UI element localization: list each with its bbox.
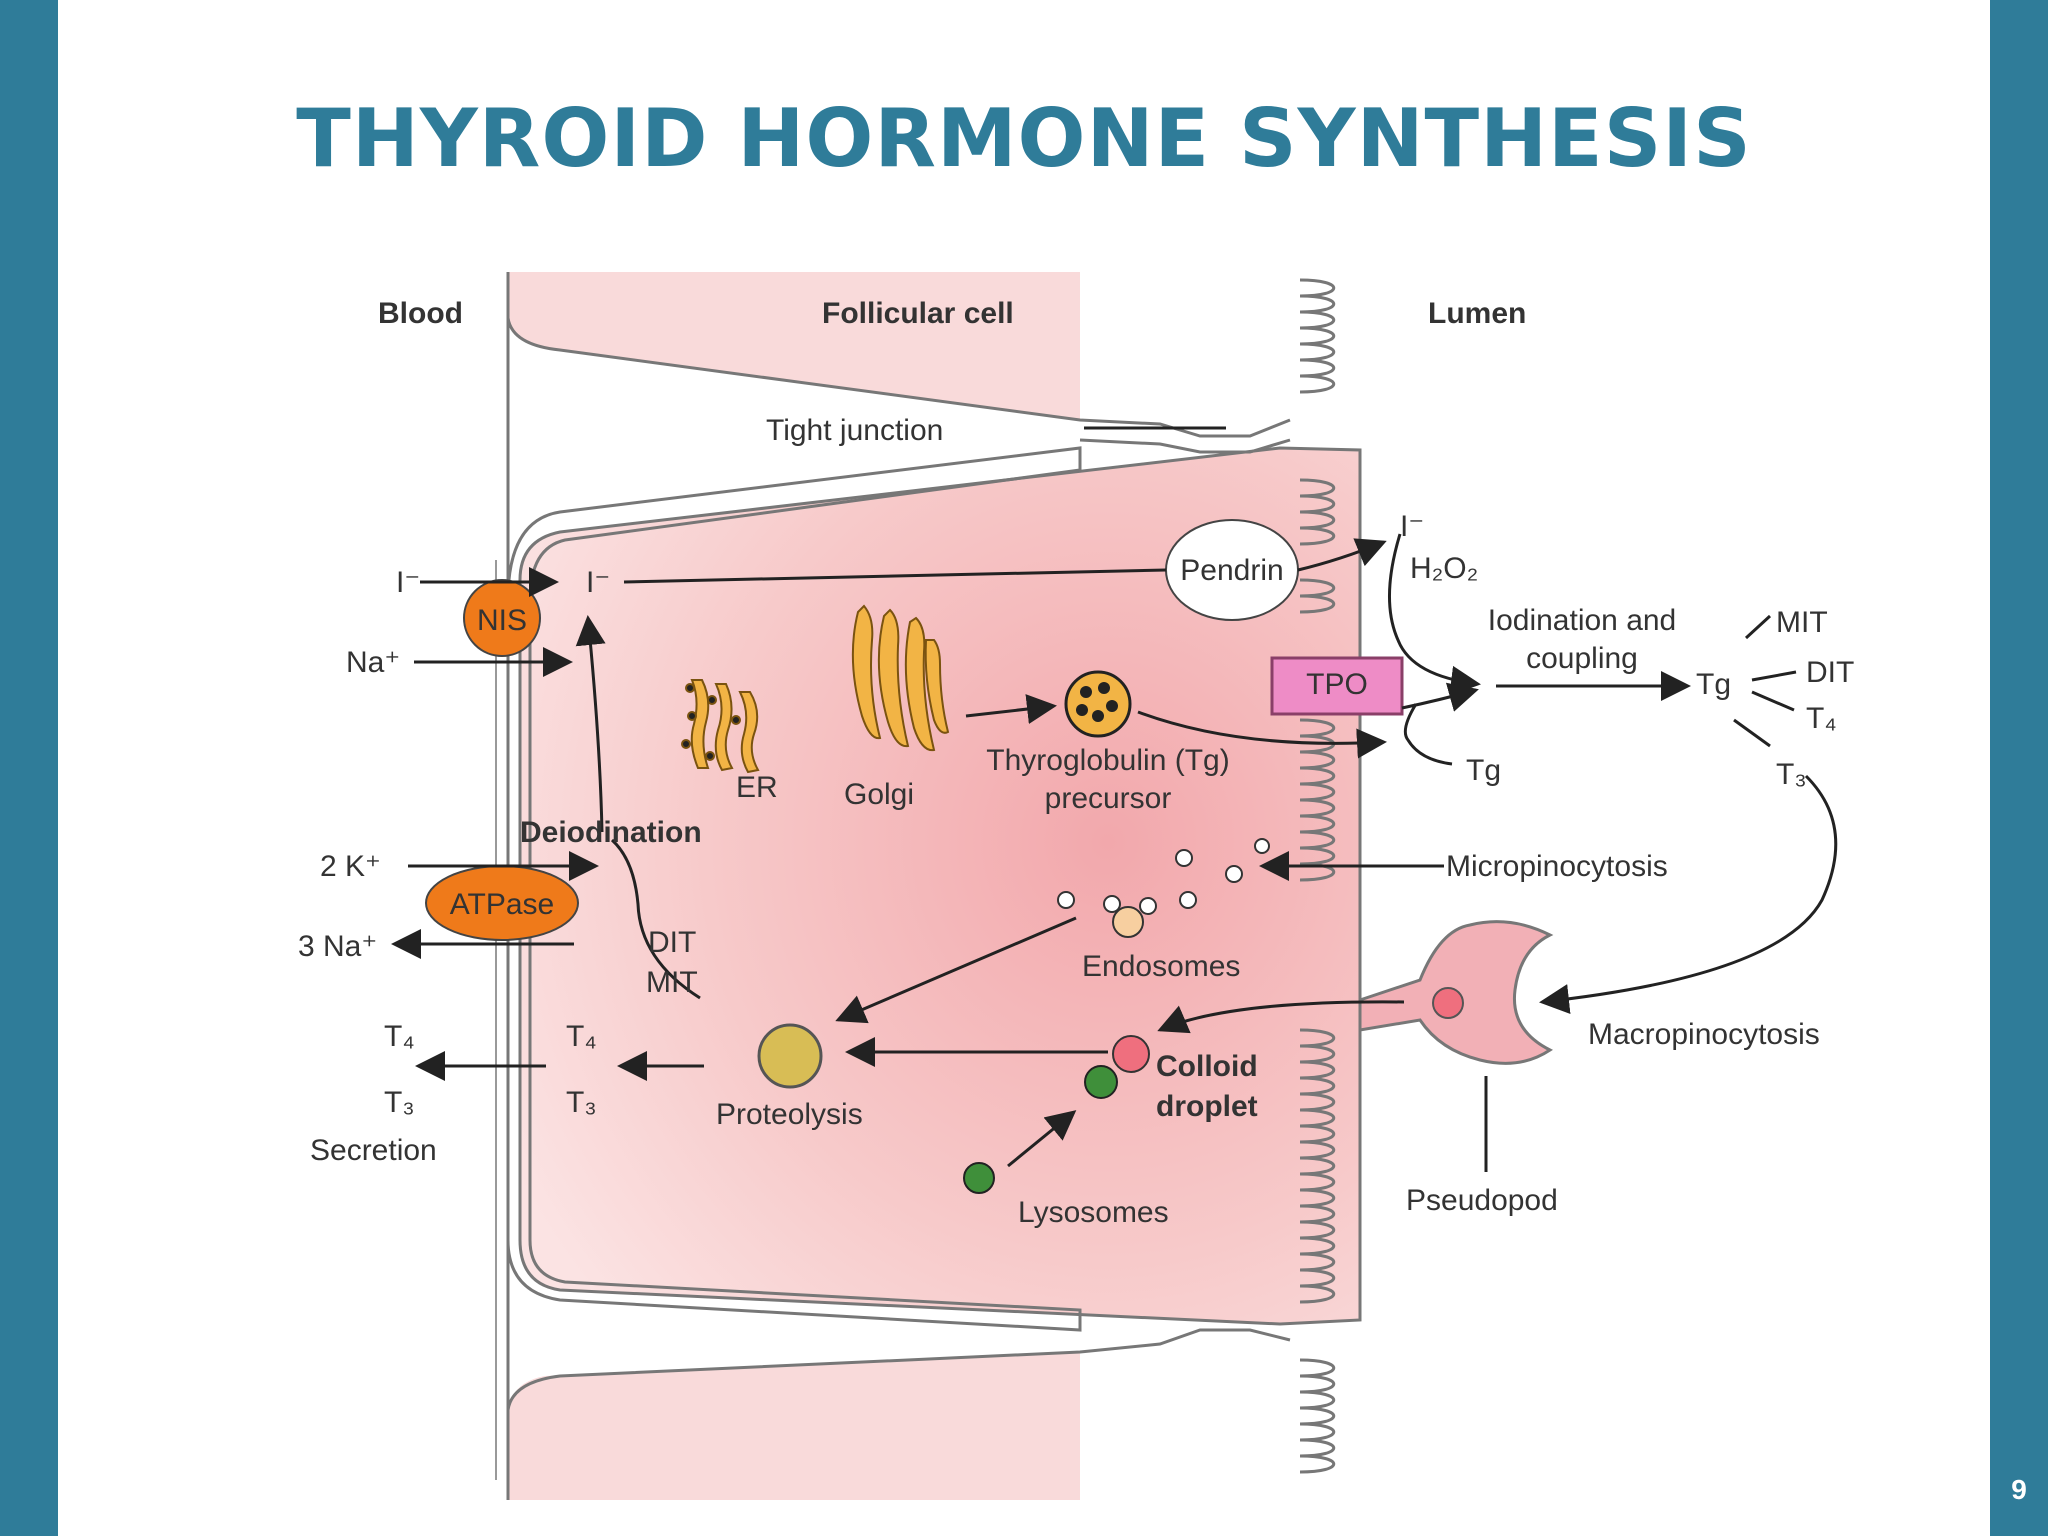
tight-junction-label: Tight junction: [766, 414, 943, 447]
slide-title: THYROID HORMONE SYNTHESIS: [296, 92, 1752, 185]
follicular-cell-body: [518, 446, 1362, 1326]
golgi-label: Golgi: [844, 778, 914, 811]
tpo-label: TPO: [1306, 668, 1368, 701]
region-label-blood: Blood: [378, 297, 463, 330]
iodide-lumen-label: I⁻: [1400, 510, 1424, 543]
endosome-main: [1112, 906, 1144, 938]
golgi-apparatus: [851, 604, 950, 752]
mit-label: MIT: [1776, 606, 1828, 639]
pathway-arrows: [391, 426, 1838, 1172]
t3-lumen-label: T₃: [1776, 758, 1807, 791]
lysosome-upper: [1084, 1065, 1118, 1099]
iodination-label-2: coupling: [1526, 642, 1638, 675]
t4-cell-label: T₄: [566, 1020, 597, 1053]
t3-cell-label: T₃: [566, 1086, 597, 1119]
iodide-blood-label: I⁻: [396, 566, 420, 599]
t4-lumen-label: T₄: [1806, 702, 1837, 735]
nis-transporter: [463, 579, 541, 657]
macropinocytosis-label: Macropinocytosis: [1588, 1018, 1820, 1051]
region-label-follicular-cell: Follicular cell: [822, 297, 1014, 330]
sodium-out-label: 3 Na⁺: [298, 930, 377, 963]
potassium-label: 2 K⁺: [320, 850, 381, 883]
dit-cell-label: DIT: [648, 926, 696, 959]
mit-cell-label: MIT: [646, 966, 698, 999]
endosomes-label: Endosomes: [1082, 950, 1240, 983]
thyroglobulin-vesicle: [1064, 670, 1132, 738]
dit-label: DIT: [1806, 656, 1854, 689]
lysosome-lower: [963, 1162, 995, 1194]
right-accent-bar: [1990, 0, 2048, 1536]
upper-neighbor-cell: [508, 272, 1080, 420]
deiodination-label: Deiodination: [520, 816, 702, 849]
er-label: ER: [736, 771, 778, 804]
left-accent-bar: [0, 0, 58, 1536]
h2o2-label: H₂O₂: [1410, 552, 1478, 585]
lower-neighbor-cell: [508, 1352, 1080, 1500]
endosome-vesicles: [1057, 838, 1270, 915]
t4-blood-label: T₄: [384, 1020, 415, 1053]
nis-label: NIS: [477, 604, 527, 637]
micropinocytosis-label: Micropinocytosis: [1446, 850, 1668, 883]
colloid-label-2: droplet: [1156, 1090, 1258, 1123]
iodide-cell-label: I⁻: [586, 566, 610, 599]
tg-lower-label: Tg: [1466, 754, 1501, 787]
iodination-label-1: Iodination and: [1488, 604, 1677, 637]
colloid-label-1: Colloid: [1156, 1050, 1258, 1083]
tight-junction-bottom: [506, 1328, 1291, 1411]
atpase-label: ATPase: [450, 888, 555, 921]
page-number: 9: [2011, 1474, 2027, 1505]
tight-junction-top-2: [1079, 438, 1291, 454]
secretion-label: Secretion: [310, 1134, 437, 1167]
thyroglobulin-label-1: Thyroglobulin (Tg): [986, 744, 1229, 777]
thyroglobulin-label-2: precursor: [1045, 782, 1172, 815]
lysosomes-label: Lysosomes: [1018, 1196, 1169, 1229]
tpo-enzyme: [1270, 656, 1404, 716]
pseudopod-colloid: [1432, 987, 1464, 1019]
pseudopod-label: Pseudopod: [1406, 1184, 1558, 1217]
proteolysis-label: Proteolysis: [716, 1098, 863, 1131]
t3-blood-label: T₃: [384, 1086, 415, 1119]
colloid-droplet: [1112, 1035, 1150, 1073]
apical-microvilli: [1299, 278, 1335, 1474]
pendrin-label: Pendrin: [1180, 554, 1283, 587]
er-organelle: [681, 679, 760, 774]
proteolysis-body: [757, 1023, 823, 1089]
region-label-lumen: Lumen: [1428, 297, 1526, 330]
tg-main-label: Tg: [1696, 668, 1731, 701]
sodium-label: Na⁺: [346, 646, 400, 679]
